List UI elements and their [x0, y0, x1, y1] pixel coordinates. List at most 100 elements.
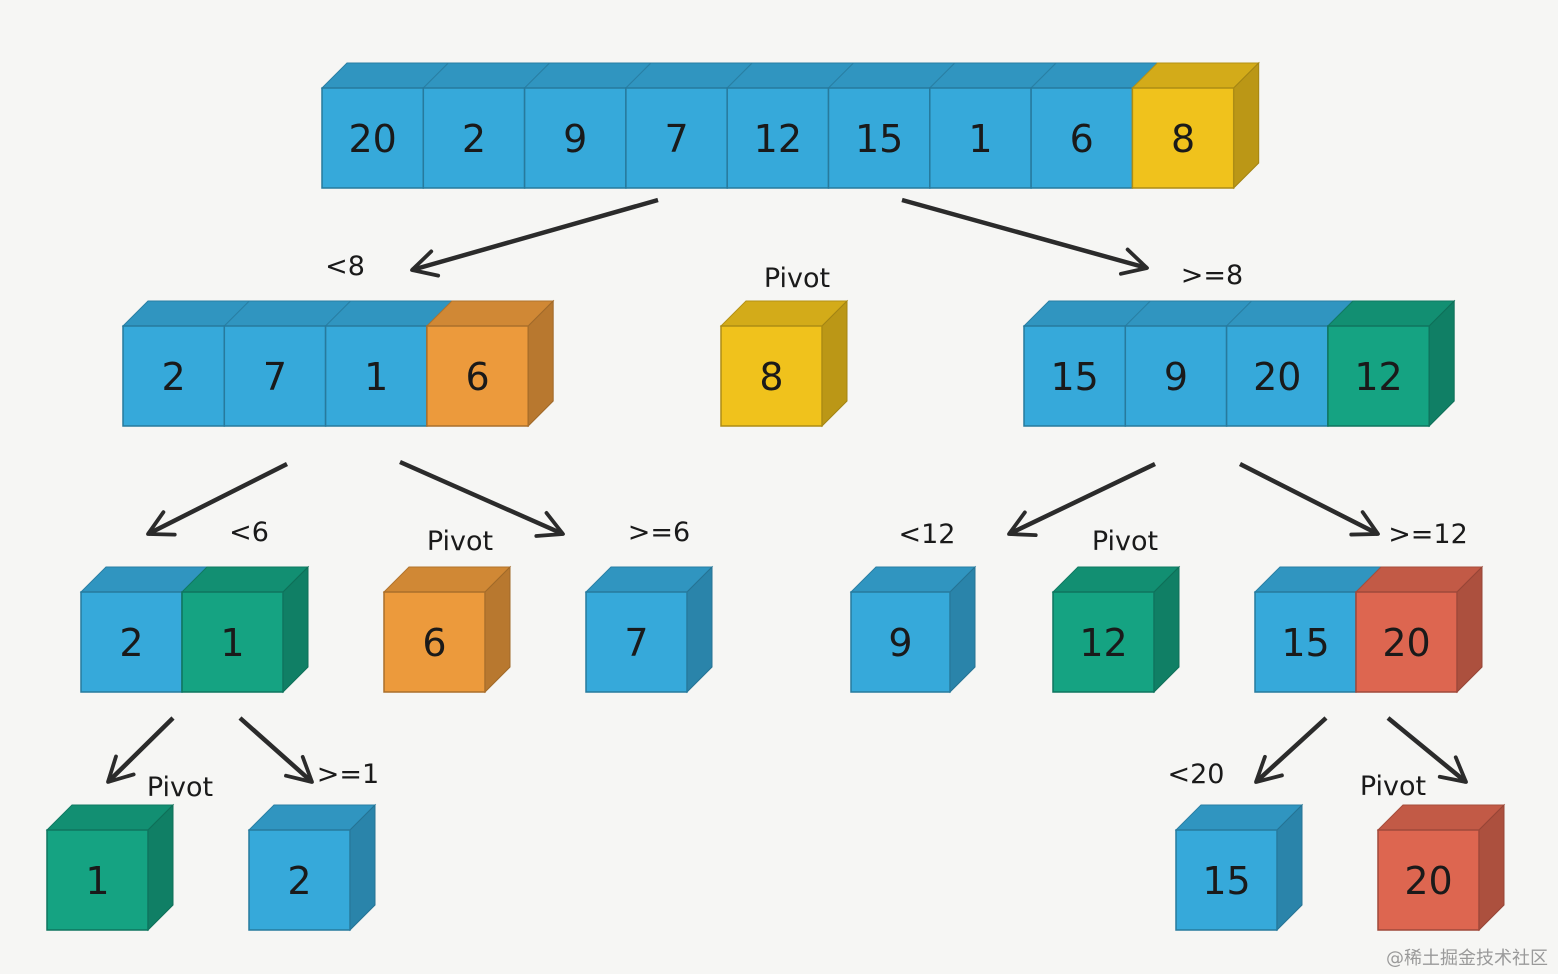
cell-value: 20	[1382, 621, 1430, 665]
cell-value: 6	[1070, 117, 1094, 161]
arrows	[106, 197, 1468, 784]
array-cell	[1175, 829, 1278, 931]
array-cell	[80, 591, 183, 693]
array-cell	[1030, 87, 1134, 189]
label-ge-8: >=8	[1181, 260, 1243, 291]
cell-value: 20	[1253, 355, 1301, 399]
cell-value: 12	[1079, 621, 1127, 665]
array-cell	[223, 325, 327, 427]
arrow-to-ge-8	[901, 197, 1149, 276]
array-ge-8: 15 9 20 12	[1022, 299, 1456, 428]
cell-value: 2	[287, 859, 311, 903]
array-cell	[321, 87, 425, 189]
array-less-than-8: 2 7 1 6	[121, 299, 555, 428]
array-pivot-12: 12	[1051, 565, 1181, 694]
cell-value: 9	[888, 621, 912, 665]
array-less-than-20: 15	[1174, 803, 1304, 932]
cell-value: 6	[465, 355, 489, 399]
array-cell	[122, 325, 226, 427]
arrow-to-less-than-6	[146, 461, 289, 537]
cell-value: 1	[220, 621, 244, 665]
cell-value: 8	[759, 355, 783, 399]
label-ge-1: >=1	[317, 759, 379, 790]
label-less-than-8: <8	[325, 251, 365, 282]
label-pivot-8: Pivot	[764, 263, 830, 294]
array-pivot-20: 20	[1376, 803, 1506, 932]
array-cell	[422, 87, 526, 189]
array-pivot-8: 8	[719, 299, 849, 428]
label-pivot-6: Pivot	[427, 526, 493, 557]
cell-value: 20	[348, 117, 396, 161]
array-cell	[1131, 87, 1235, 189]
label-pivot-12: Pivot	[1092, 526, 1158, 557]
cell-value: 1	[85, 859, 109, 903]
cell-value: 15	[1202, 859, 1250, 903]
cell-value: 9	[563, 117, 587, 161]
array-cell	[726, 87, 830, 189]
label-less-than-12: <12	[899, 519, 956, 550]
array-cell	[324, 325, 428, 427]
array-less-than-12: 9	[849, 565, 977, 694]
cell-value: 15	[855, 117, 903, 161]
cell-value: 2	[119, 621, 143, 665]
cell-value: 9	[1164, 355, 1188, 399]
array-cell	[248, 829, 351, 931]
array-cell	[625, 87, 728, 189]
label-pivot-20: Pivot	[1360, 771, 1426, 802]
arrow-to-pivot-1	[106, 716, 175, 784]
cell-value: 7	[263, 355, 287, 399]
array-cell	[1377, 829, 1480, 931]
array-pivot-6: 6	[382, 565, 512, 694]
cell-value: 15	[1281, 621, 1329, 665]
cell-value: 7	[624, 621, 648, 665]
arrow-to-ge-6	[399, 459, 565, 538]
arrow-to-less-than-20	[1254, 716, 1328, 784]
array-cell	[1327, 325, 1430, 427]
array-cell	[1355, 591, 1458, 693]
array-cell	[827, 87, 931, 189]
labels: <8 Pivot >=8 <6 Pivot >=6 <12 Pivot >=12…	[147, 251, 1468, 803]
array-cell	[181, 591, 284, 693]
array-cell	[1023, 325, 1127, 427]
watermark: @稀土掘金技术社区	[1386, 948, 1548, 969]
cell-value: 2	[462, 117, 486, 161]
array-cell	[523, 87, 627, 189]
array-ge-6: 7	[584, 565, 714, 694]
cell-value: 12	[754, 117, 802, 161]
array-cell	[426, 325, 529, 427]
cell-value: 1	[364, 355, 388, 399]
array-cell	[850, 591, 951, 693]
cell-value: 20	[1404, 859, 1452, 903]
label-less-than-6: <6	[229, 517, 269, 548]
array-cell	[720, 325, 823, 427]
arrow-to-less-than-12	[1007, 461, 1156, 538]
array-cell	[1225, 325, 1329, 427]
label-ge-12: >=12	[1388, 519, 1468, 550]
cell-value: 6	[422, 621, 446, 665]
array-pivot-1: 1	[45, 803, 175, 932]
label-ge-6: >=6	[628, 517, 690, 548]
array-ge-1: 2	[247, 803, 377, 932]
array-cell	[1124, 325, 1228, 427]
cell-value: 2	[162, 355, 186, 399]
cell-value: 1	[968, 117, 992, 161]
arrow-to-less-than-8	[410, 197, 659, 278]
array-cell	[46, 829, 149, 931]
arrow-to-ge-12	[1238, 461, 1380, 537]
arrow-to-ge-1	[238, 716, 314, 784]
label-pivot-1: Pivot	[147, 772, 213, 803]
label-less-than-20: <20	[1168, 759, 1225, 790]
arrow-to-pivot-20	[1386, 716, 1468, 784]
array-cell	[929, 87, 1032, 189]
cell-value: 12	[1354, 355, 1402, 399]
array-cell	[1052, 591, 1155, 693]
array-cell	[383, 591, 486, 693]
cell-value: 15	[1050, 355, 1098, 399]
array-cell	[585, 591, 688, 693]
cell-value: 7	[664, 117, 688, 161]
